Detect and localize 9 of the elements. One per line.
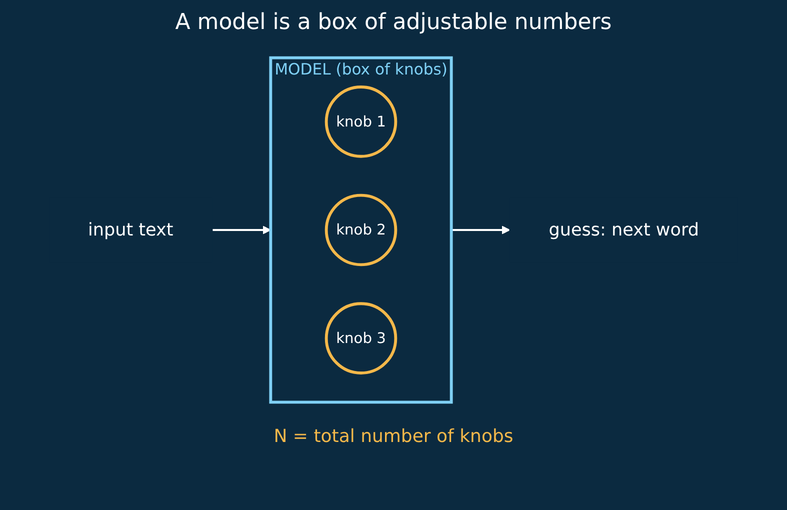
arrow xyxy=(212,226,272,234)
node-text: guess: next word xyxy=(548,220,699,240)
node-text: input text xyxy=(88,220,174,240)
node-circle: knob 3 xyxy=(324,302,398,374)
note-text: N = total number of knobs xyxy=(272,426,514,447)
node-circle: knob 2 xyxy=(324,194,398,266)
diagram-title: A model is a box of adjustable numbers xyxy=(174,10,613,35)
node-circle: knob 1 xyxy=(324,86,398,158)
arrow xyxy=(451,226,510,234)
